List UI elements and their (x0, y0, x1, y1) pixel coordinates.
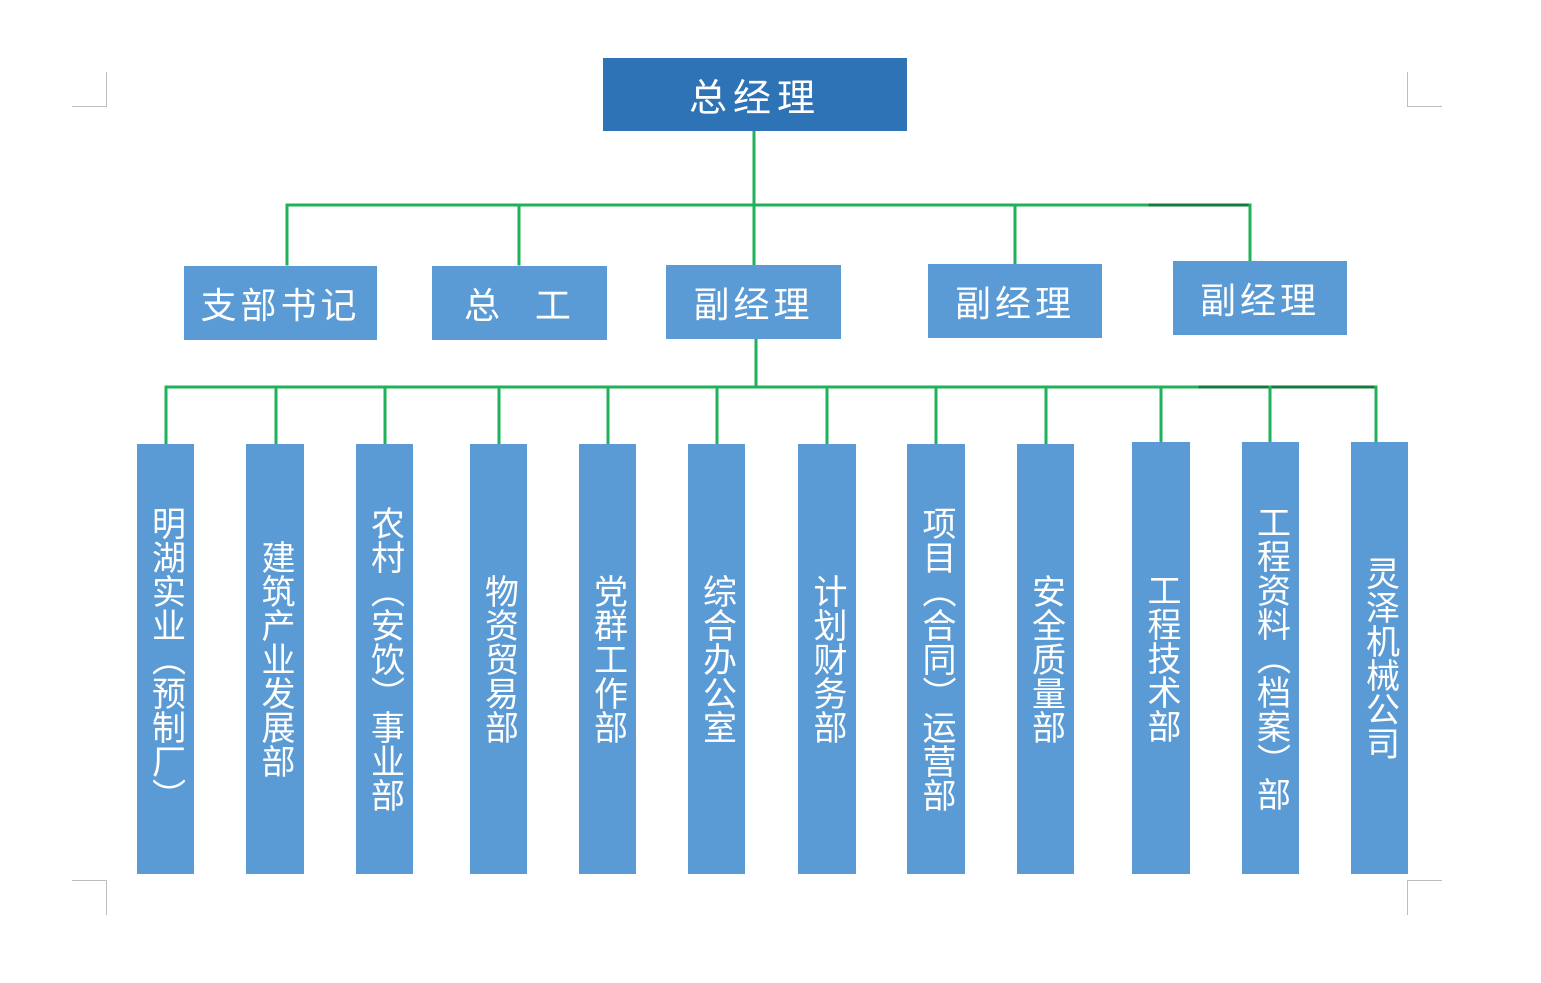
root-node-general-manager: 总经理 (603, 58, 907, 131)
crop-mark-top-left (72, 72, 107, 107)
dept-general-office: 综合办公室 (688, 444, 745, 874)
dept-planning-finance: 计划财务部 (798, 444, 856, 874)
crop-mark-bottom-left (72, 880, 107, 915)
node-deputy-manager-3: 副经理 (1173, 261, 1347, 335)
node-chief-engineer: 总 工 (432, 266, 607, 340)
crop-mark-top-right (1407, 72, 1442, 107)
dept-lingze-machinery: 灵泽机械公司 (1351, 442, 1408, 874)
node-branch-secretary: 支部书记 (184, 266, 377, 340)
node-deputy-manager-1: 副经理 (666, 265, 841, 339)
dept-rural-business: 农村（安饮）事业部 (356, 444, 413, 874)
dept-minghu-industry: 明湖实业（预制厂） (137, 444, 194, 874)
node-deputy-manager-2: 副经理 (928, 264, 1102, 338)
crop-mark-bottom-right (1407, 880, 1442, 915)
dept-safety-quality: 安全质量部 (1017, 444, 1074, 874)
dept-engineering-tech: 工程技术部 (1132, 442, 1190, 874)
dept-project-operations: 项目（合同）运营部 (907, 444, 965, 874)
dept-party-mass-work: 党群工作部 (579, 444, 636, 874)
dept-materials-trade: 物资贸易部 (470, 444, 527, 874)
dept-construction-industry: 建筑产业发展部 (246, 444, 304, 874)
dept-engineering-records: 工程资料（档案）部 (1242, 442, 1299, 874)
